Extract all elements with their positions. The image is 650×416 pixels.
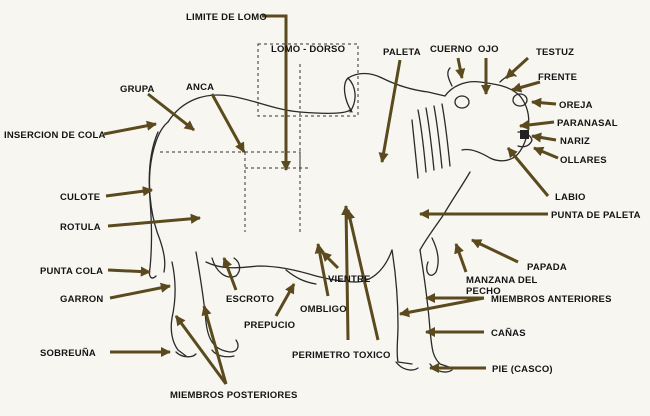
- arrow-grupa: [147, 92, 195, 132]
- arrow-paleta: [378, 59, 402, 164]
- arrow-limite-de-lomo: [262, 14, 292, 172]
- arrow-miembros-posteriores-2: [201, 305, 228, 385]
- label-labio: LABIO: [555, 192, 586, 203]
- label-miembros-anteriores: MIEMBROS ANTERIORES: [491, 294, 612, 305]
- label-oreja: OREJA: [559, 100, 593, 111]
- arrow-perimetro-toxico-up: [341, 204, 352, 341]
- label-frente: FRENTE: [538, 72, 577, 83]
- arrow-escroto: [222, 257, 238, 291]
- arrow-ombligo: [314, 242, 330, 297]
- label-canas: CAÑAS: [491, 328, 526, 339]
- label-cuerno: CUERNO: [430, 44, 472, 55]
- label-nariz: NARIZ: [560, 136, 590, 147]
- arrow-culote: [105, 186, 154, 198]
- label-insercion-de-cola: INSERCION DE COLA: [4, 130, 106, 141]
- arrow-garron: [109, 282, 172, 300]
- label-lomo-dorso: LOMO - DORSO: [271, 44, 345, 55]
- label-prepucio: PREPUCIO: [244, 320, 295, 331]
- loin-region-boxes: [160, 43, 359, 232]
- label-escroto: ESCROTO: [226, 294, 274, 305]
- arrow-punta-cola: [107, 266, 152, 277]
- arrow-paranasal: [518, 119, 555, 130]
- label-culote: CULOTE: [60, 192, 100, 203]
- cow-outline: [148, 67, 533, 373]
- label-ollares: OLLARES: [560, 155, 607, 166]
- arrow-cuerno: [455, 57, 466, 80]
- arrow-testuz: [504, 56, 530, 80]
- part-labels: LIMITE DE LOMO LOMO - DORSO PALETA CUERN…: [4, 12, 641, 401]
- arrow-ollares: [533, 146, 559, 160]
- label-papada: PAPADA: [527, 262, 567, 273]
- label-manzana-del-pecho-line1: MANZANA DEL: [466, 275, 538, 286]
- arrow-papada: [471, 238, 519, 264]
- label-testuz: TESTUZ: [536, 47, 574, 58]
- arrow-anca: [210, 93, 246, 153]
- arrow-labio: [506, 147, 550, 197]
- label-punta-cola: PUNTA COLA: [40, 266, 103, 277]
- label-miembros-posteriores: MIEMBROS POSTERIORES: [170, 390, 298, 401]
- arrow-miembros-posteriores-1: [174, 315, 228, 385]
- label-pie-casco: PIE (CASCO): [492, 364, 553, 375]
- label-manzana-del-pecho-line2: PECHO: [466, 286, 501, 297]
- label-ojo: OJO: [478, 44, 499, 55]
- arrow-vientre: [320, 250, 340, 270]
- arrow-miembros-anteriores-2: [398, 296, 485, 318]
- label-paleta: PALETA: [383, 47, 421, 58]
- arrow-frente: [511, 80, 541, 93]
- arrow-insercion-de-cola: [103, 120, 158, 136]
- arrow-oreja: [530, 97, 557, 108]
- arrow-manzana-del-pecho: [454, 243, 468, 273]
- arrow-prepucio: [274, 283, 296, 317]
- label-punta-de-paleta: PUNTA DE PALETA: [551, 210, 641, 221]
- label-vientre: VIENTRE: [328, 274, 371, 285]
- label-limite-de-lomo: LIMITE DE LOMO: [186, 12, 267, 23]
- label-grupa: GRUPA: [120, 84, 155, 95]
- label-anca: ANCA: [186, 82, 214, 93]
- label-rotula: ROTULA: [60, 222, 101, 233]
- pointer-arrows: [103, 14, 559, 385]
- label-ombligo: OMBLIGO: [300, 304, 347, 315]
- arrow-perimetro-toxico-diag: [345, 209, 380, 341]
- label-garron: GARRON: [60, 294, 103, 305]
- label-paranasal: PARANASAL: [557, 118, 618, 129]
- arrow-rotula: [107, 213, 202, 228]
- label-perimetro-toxico: PERIMETRO TOXICO: [292, 350, 391, 361]
- label-sobreuna: SOBREUÑA: [40, 348, 96, 359]
- arrow-nariz: [530, 132, 557, 143]
